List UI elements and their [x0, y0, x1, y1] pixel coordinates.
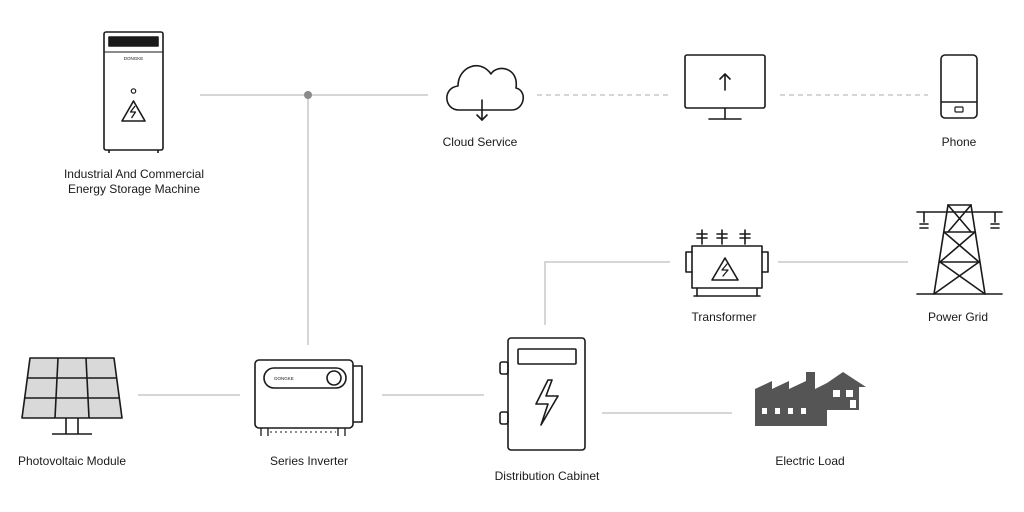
cloud-label: Cloud Service — [442, 135, 518, 149]
line-cabinet-to-transformer — [544, 261, 670, 325]
connectors — [138, 94, 928, 414]
storage-label-line1: Industrial And Commercial — [63, 167, 205, 181]
factory-icon — [755, 372, 866, 426]
inverter-label: Series Inverter — [269, 454, 349, 468]
junction-dot — [304, 91, 312, 99]
cabinet-label: Distribution Cabinet — [494, 469, 600, 483]
distribution-cabinet-icon — [499, 337, 586, 451]
storage-brand: DONGKE — [124, 56, 144, 61]
load-label: Electric Load — [775, 454, 845, 468]
storage-cabinet-icon — [103, 31, 164, 153]
phone-label: Phone — [941, 135, 977, 149]
cloud-download-icon — [446, 64, 524, 121]
phone-icon — [940, 54, 978, 119]
power-tower-icon — [916, 204, 1003, 295]
storage-label: Industrial And Commercial Energy Storage… — [40, 167, 228, 197]
monitor-upload-icon — [684, 54, 766, 120]
pv-label: Photovoltaic Module — [17, 454, 127, 468]
storage-label-line2: Energy Storage Machine — [67, 182, 201, 196]
inverter-icon — [254, 359, 363, 436]
inverter-brand: DONGKE — [274, 376, 294, 381]
transformer-icon — [685, 229, 769, 297]
solar-panel-icon — [21, 357, 123, 435]
transformer-label: Transformer — [691, 310, 757, 324]
grid-label: Power Grid — [927, 310, 989, 324]
